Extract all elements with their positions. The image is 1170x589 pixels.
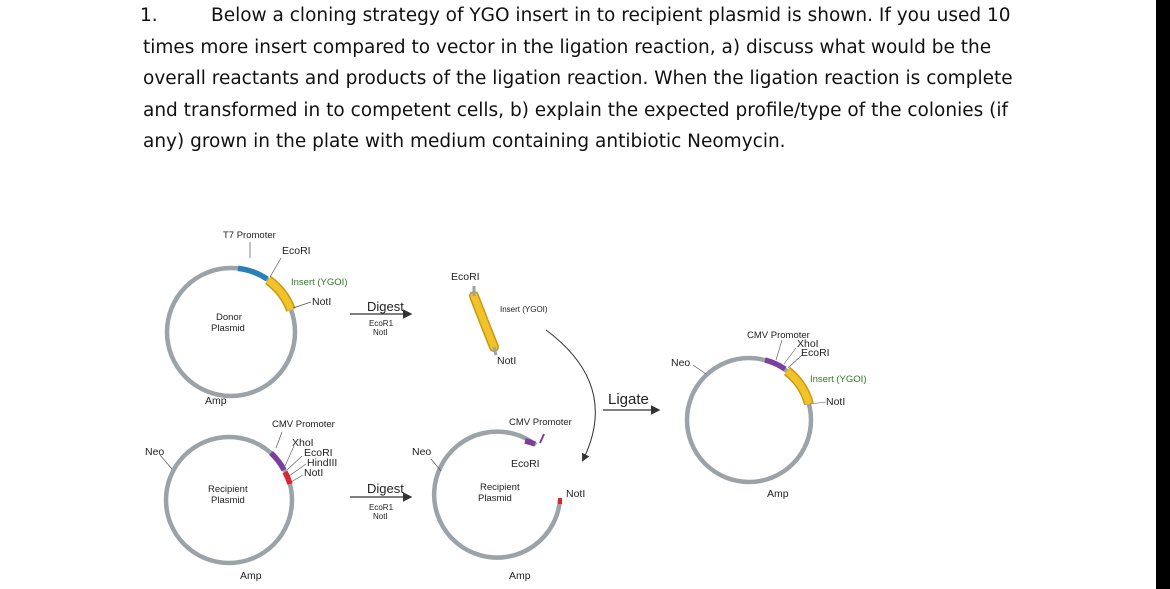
product-xhoi-leader xyxy=(783,347,797,365)
digested-name-line1: Recipient xyxy=(480,482,520,493)
digested-neo-label: Neo xyxy=(412,446,431,458)
donor-noti-label: NotI xyxy=(312,296,331,308)
question-text: Below a cloning strategy of YGO insert i… xyxy=(211,5,1011,26)
recipient-neo-leader xyxy=(159,454,173,470)
donor-name-line1: Donor xyxy=(216,312,242,323)
question-line-1: 1. Below a cloning strategy of YGO inser… xyxy=(140,0,1023,32)
product-noti-label: NotI xyxy=(826,396,845,408)
recipient-ecori-leader xyxy=(286,455,303,471)
ligate-step: Ligate xyxy=(603,391,661,415)
insert-segment xyxy=(265,277,295,312)
digest-top-enzyme2: NotI xyxy=(373,328,388,337)
product-cmv-label: CMV Promoter xyxy=(747,330,810,341)
window-edge-bar xyxy=(1156,0,1170,589)
product-plasmid: CMV Promoter XhoI EcoRI Insert (YGOI) No… xyxy=(671,330,866,500)
recipient-cmv-segment xyxy=(269,450,287,472)
digested-cmv-tick xyxy=(539,433,545,444)
product-xhoi-label: XhoI xyxy=(797,338,819,350)
donor-t7-promoter-label: T7 Promoter xyxy=(223,230,276,241)
recipient-hindiii-leader xyxy=(288,463,307,477)
fragment-insert xyxy=(470,292,498,351)
product-noti-leader xyxy=(809,401,827,405)
digest-bottom-enzyme1: EcoR1 xyxy=(369,503,394,512)
digested-noti-site xyxy=(558,498,562,504)
digest-bottom: Digest EcoR1 NotI xyxy=(350,481,413,521)
fragment-insert-label: Insert (YGOI) xyxy=(500,305,548,314)
digested-noti-label: NotI xyxy=(566,488,585,500)
recipient-noti-leader xyxy=(290,474,304,483)
donor-noti-leader xyxy=(292,301,312,309)
digest-top-label: Digest xyxy=(367,299,404,314)
recipient-name-line1: Recipient xyxy=(208,484,248,495)
insert-fragment: EcoRI Insert (YGOI) NotI xyxy=(451,271,596,462)
product-neo-leader xyxy=(692,364,707,375)
digested-cmv-label: CMV Promoter xyxy=(509,417,572,428)
recipient-ecori-label: EcoRI xyxy=(304,447,333,459)
question-number: 1. xyxy=(140,5,158,26)
question-block: 1. Below a cloning strategy of YGO inser… xyxy=(140,0,1023,158)
question-line-2: times more insert compared to vector in … xyxy=(143,36,992,58)
recipient-backbone xyxy=(163,434,295,566)
digested-cmv-segment xyxy=(524,438,537,447)
recipient-hindiii-label: HindIII xyxy=(307,457,337,469)
recipient-cmv-label: CMV Promoter xyxy=(272,419,335,430)
product-insert-label: Insert (YGOI) xyxy=(810,374,866,385)
product-ecori-leader xyxy=(787,354,803,369)
fragment-noti-stub xyxy=(492,346,498,356)
recipient-amp-label: Amp xyxy=(240,570,262,582)
recipient-neo-label: Neo xyxy=(145,446,164,458)
t7-promoter-segment xyxy=(237,265,269,282)
donor-plasmid: T7 Promoter EcoRI Insert (YGOI) NotI Don… xyxy=(164,230,347,407)
donor-ecori-label: EcoRI xyxy=(282,245,311,257)
ligate-label: Ligate xyxy=(608,391,649,408)
recipient-xhoi-label: XhoI xyxy=(292,437,314,449)
digest-top-enzyme1: EcoR1 xyxy=(369,319,394,328)
product-ecori-label: EcoRI xyxy=(801,347,830,359)
digested-amp-label: Amp xyxy=(509,570,531,582)
fragment-noti-label: NotI xyxy=(497,355,516,367)
recipient-mcs-segment xyxy=(282,470,293,485)
product-neo-label: Neo xyxy=(671,357,690,369)
recipient-name-line2: Plasmid xyxy=(211,495,245,506)
donor-amp-label: Amp xyxy=(205,395,227,407)
donor-ecori-leader xyxy=(269,257,282,278)
question-line-5: any) grown in the plate with medium cont… xyxy=(143,131,786,152)
digested-name-line2: Plasmid xyxy=(478,493,512,504)
donor-name-line2: Plasmid xyxy=(211,323,245,334)
product-amp-label: Amp xyxy=(767,488,789,500)
digest-top: Digest EcoR1 NotI xyxy=(350,299,413,337)
digested-ecori-label: EcoRI xyxy=(511,458,540,470)
recipient-noti-label: NotI xyxy=(304,467,323,479)
product-cmv-leader xyxy=(775,339,783,361)
product-backbone xyxy=(684,355,814,485)
recipient-cmv-leader xyxy=(275,431,283,449)
fragment-ecori-label: EcoRI xyxy=(451,271,480,283)
question-line-3: overall reactants and products of the li… xyxy=(143,68,1013,89)
product-insert-segment xyxy=(784,368,813,406)
recipient-plasmid: CMV Promoter XhoI EcoRI HindIII NotI Neo… xyxy=(145,419,337,582)
digest-bottom-enzyme2: NotI xyxy=(373,512,388,521)
donor-insert-label: Insert (YGOI) xyxy=(291,277,347,288)
insertion-arrow xyxy=(545,329,596,462)
digested-backbone xyxy=(431,429,563,560)
donor-backbone xyxy=(164,265,298,399)
digested-recipient: CMV Promoter EcoRI NotI Neo Recipient Pl… xyxy=(412,417,585,582)
digest-bottom-label: Digest xyxy=(367,481,404,496)
digested-neo-leader xyxy=(430,458,442,472)
recipient-xhoi-leader xyxy=(284,445,295,467)
product-cmv-segment xyxy=(764,357,787,372)
question-line-4: and transformed in to competent cells, b… xyxy=(143,99,1008,121)
